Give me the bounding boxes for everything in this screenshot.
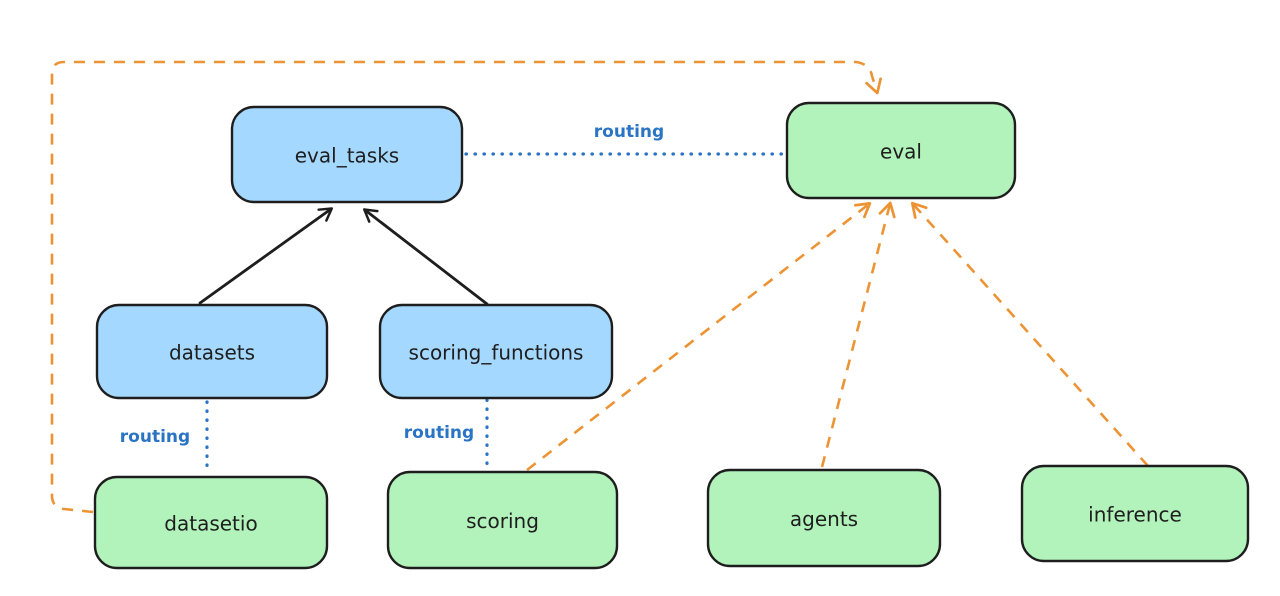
edge-label-scoring-functions-to-scoring-routing: routing (404, 423, 474, 443)
edge-scoring-functions-to-eval-tasks (363, 208, 489, 306)
node-box-datasetio (93, 475, 329, 570)
node-eval_tasks: eval_tasks (230, 105, 464, 204)
node-label-datasetio: datasetio (164, 512, 257, 536)
node-agents: agents (706, 468, 942, 568)
edge-scoring-to-eval (526, 201, 872, 472)
edge-agents-to-eval (820, 201, 896, 468)
edge-inference-to-eval (910, 201, 1149, 467)
node-label-scoring_functions: scoring_functions (409, 341, 584, 365)
node-inference: inference (1020, 464, 1250, 563)
node-box-inference (1020, 464, 1250, 563)
node-label-datasets: datasets (169, 341, 255, 365)
edge-label-datasets-to-datasetio-routing: routing (120, 427, 190, 447)
node-box-eval_tasks (230, 105, 464, 204)
edges-layer: routing routing routing (50, 60, 1149, 514)
node-scoring_functions: scoring_functions (378, 303, 614, 400)
node-box-eval (785, 101, 1017, 200)
edge-datasetio-to-eval-loop (50, 60, 882, 514)
node-datasets: datasets (95, 303, 329, 400)
node-eval: eval (785, 101, 1017, 200)
node-label-inference: inference (1088, 503, 1182, 527)
node-box-scoring (386, 470, 619, 570)
node-box-scoring_functions (378, 303, 614, 400)
node-datasetio: datasetio (93, 475, 329, 570)
edge-datasets-to-eval-tasks (198, 207, 334, 305)
node-box-datasets (95, 303, 329, 400)
node-label-scoring: scoring (466, 509, 539, 533)
edge-label-eval-tasks-to-eval-routing: routing (594, 122, 664, 142)
node-label-agents: agents (790, 507, 858, 531)
node-scoring: scoring (386, 470, 619, 570)
node-label-eval: eval (880, 140, 922, 164)
node-label-eval_tasks: eval_tasks (295, 144, 399, 168)
node-box-agents (706, 468, 942, 568)
nodes-layer: eval_tasks eval datasets scoring_functionsd… (93, 101, 1250, 570)
